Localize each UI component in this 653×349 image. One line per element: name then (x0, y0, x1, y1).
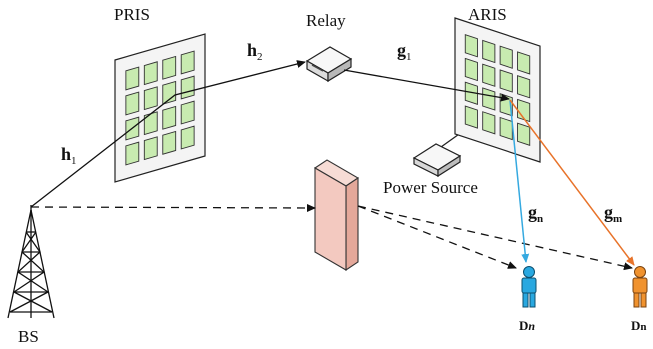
ris-element (125, 66, 140, 91)
aris-label: ARIS (468, 5, 507, 24)
channel-h2-label: h2 (247, 40, 263, 63)
link-dashed-to-dn-italic (357, 205, 517, 269)
pris-elements (125, 50, 195, 166)
link-direct-dashed-wall (30, 203, 316, 212)
ris-element (143, 86, 158, 111)
channel-gn-label: gn (528, 202, 543, 225)
aris-panel (433, 17, 541, 163)
base-station-tower-icon (7, 205, 55, 319)
ris-element (499, 116, 513, 141)
ris-element (143, 136, 158, 161)
ris-element (517, 75, 531, 99)
ris-element (517, 51, 531, 75)
ris-element (517, 98, 531, 123)
link-g1 (343, 69, 510, 102)
ris-element (482, 39, 496, 64)
ris-element (464, 81, 478, 105)
ris-element (517, 122, 531, 146)
relay-label: Relay (306, 11, 346, 30)
ris-element (499, 45, 513, 69)
channel-gm-label: gm (604, 202, 622, 225)
ris-element (464, 105, 478, 129)
user-dn-label: Dn (631, 318, 647, 333)
obstacle-wall (313, 159, 360, 272)
ris-element (143, 111, 158, 136)
ris-element (482, 87, 496, 111)
ris-element (482, 63, 496, 87)
ris-element (162, 55, 177, 80)
ris-element (499, 69, 513, 93)
link-gm (509, 99, 635, 266)
user-dn-italic-icon (521, 266, 537, 308)
ris-element (482, 111, 496, 135)
link-h1-h2 (30, 60, 306, 208)
ris-element (180, 100, 195, 125)
ris-element (180, 125, 195, 150)
ris-element (143, 61, 158, 86)
ris-element (125, 141, 140, 166)
user-dn-icon (632, 266, 648, 308)
ris-element (162, 105, 177, 130)
channel-g1-label: g1 (397, 40, 412, 63)
ris-element (180, 75, 195, 100)
bs-label: BS (18, 327, 39, 346)
ris-element (464, 57, 478, 82)
ris-element (162, 130, 177, 155)
ris-element (180, 50, 195, 75)
pris-label: PRIS (114, 5, 150, 24)
relay-icon (305, 46, 353, 83)
link-dashed-to-dn (357, 205, 633, 271)
power-source-label: Power Source (383, 178, 478, 197)
link-gn (509, 99, 530, 263)
channel-h1-label: h1 (61, 144, 77, 167)
ris-element (162, 80, 177, 105)
aris-elements (464, 34, 531, 146)
ris-element (464, 34, 478, 58)
pris-panel (114, 33, 206, 183)
links (30, 60, 635, 271)
ris-element (125, 91, 140, 116)
user-dn-italic-label: Dn (519, 318, 535, 333)
power-source-icon (412, 143, 462, 178)
